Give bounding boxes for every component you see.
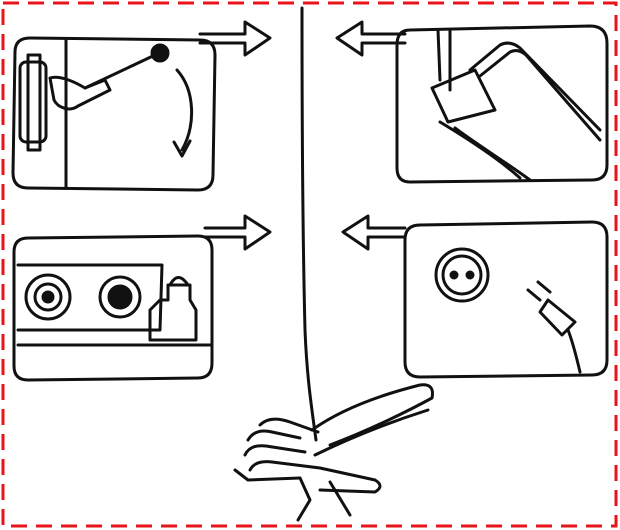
arrow-left-icon <box>335 20 407 57</box>
arrow-right-icon <box>203 214 272 251</box>
hand-pulling-cord-icon <box>233 383 434 522</box>
wall-socket-plug-icon <box>403 220 609 379</box>
stove-knobs-bottle-icon <box>12 234 214 382</box>
center-cord <box>300 6 318 442</box>
door-handle-rotation-icon <box>11 36 217 192</box>
arrow-right-icon <box>198 20 272 57</box>
appliance-lid-icon <box>395 24 609 184</box>
arrow-left-icon <box>341 214 407 251</box>
